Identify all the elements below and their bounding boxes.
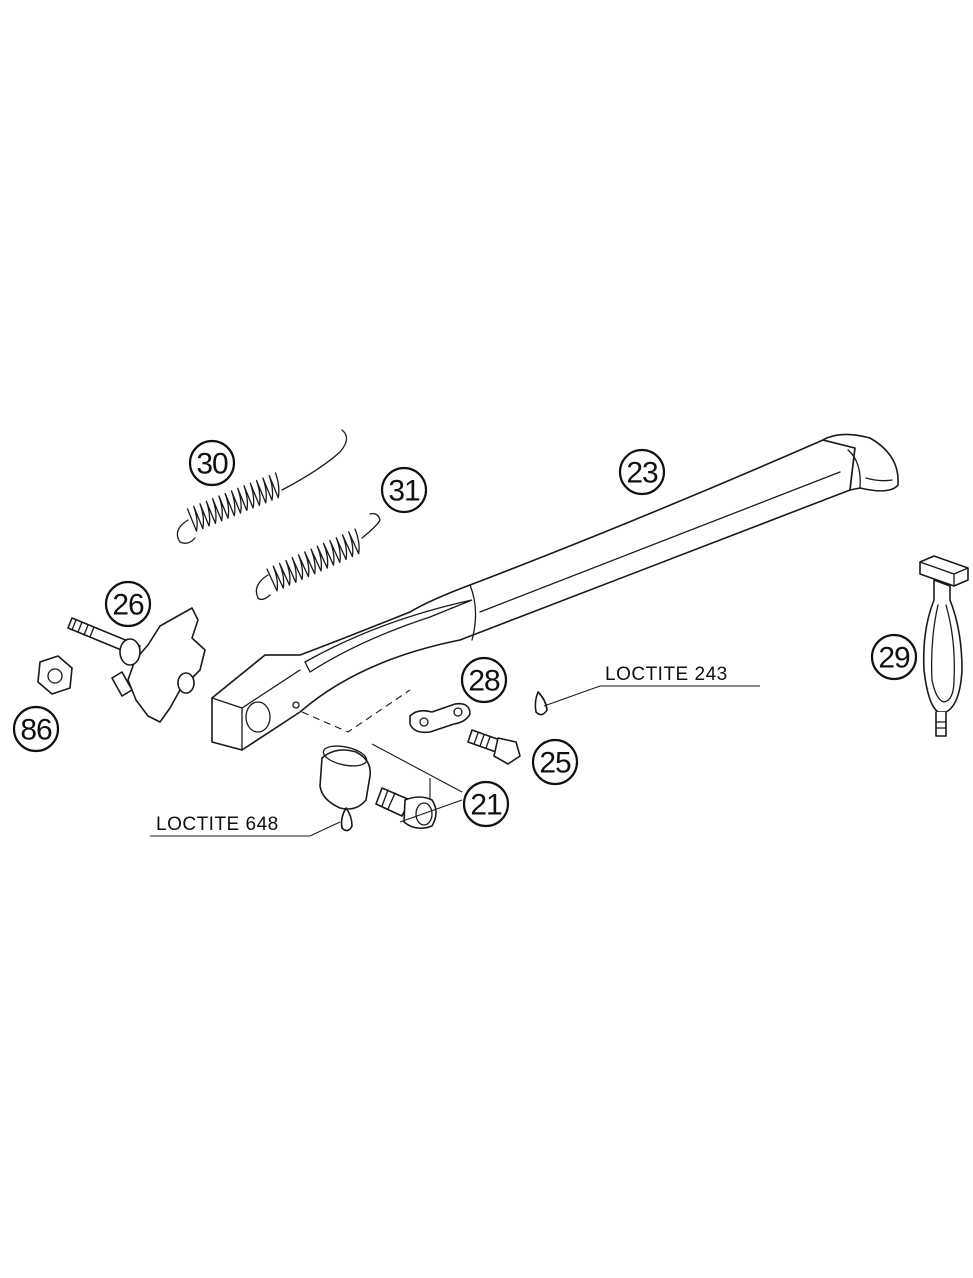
callout-21: 21 [462,780,510,828]
svg-text:21: 21 [470,789,502,822]
leader-243 [543,685,760,707]
bolt-25 [467,729,521,765]
side-stand-leg [211,433,899,751]
hex-nut [37,655,73,695]
callout-30: 30 [188,439,236,487]
loctite-drop-648 [340,807,353,832]
svg-text:31: 31 [388,475,420,508]
dashed-leader-bolt [301,689,411,733]
callout-25: 25 [531,738,579,786]
note-loctite-648: LOCTITE 648 [156,814,279,835]
spring-31 [255,512,381,601]
svg-text:26: 26 [112,589,144,622]
note-loctite-243: LOCTITE 243 [605,664,728,685]
callout-28: 28 [460,656,508,704]
leader-21 [371,743,463,823]
leader-648 [150,821,341,837]
loctite-drop-243 [534,691,548,716]
callout-29: 29 [870,633,918,681]
svg-text:25: 25 [539,747,571,780]
spring-30 [176,429,348,544]
callout-86: 86 [12,705,60,753]
svg-text:30: 30 [196,448,228,481]
bolt-21 [375,787,437,830]
svg-text:23: 23 [626,457,658,490]
callout-23: 23 [618,448,666,496]
pivot-bolt-bracket [67,607,206,723]
callout-31: 31 [380,466,428,514]
stand-tool-29 [919,555,969,737]
bushing [319,745,372,810]
svg-text:28: 28 [468,665,500,698]
svg-text:29: 29 [878,642,910,675]
svg-text:86: 86 [20,714,52,747]
lock-plate [409,702,471,734]
callout-26: 26 [104,580,152,628]
